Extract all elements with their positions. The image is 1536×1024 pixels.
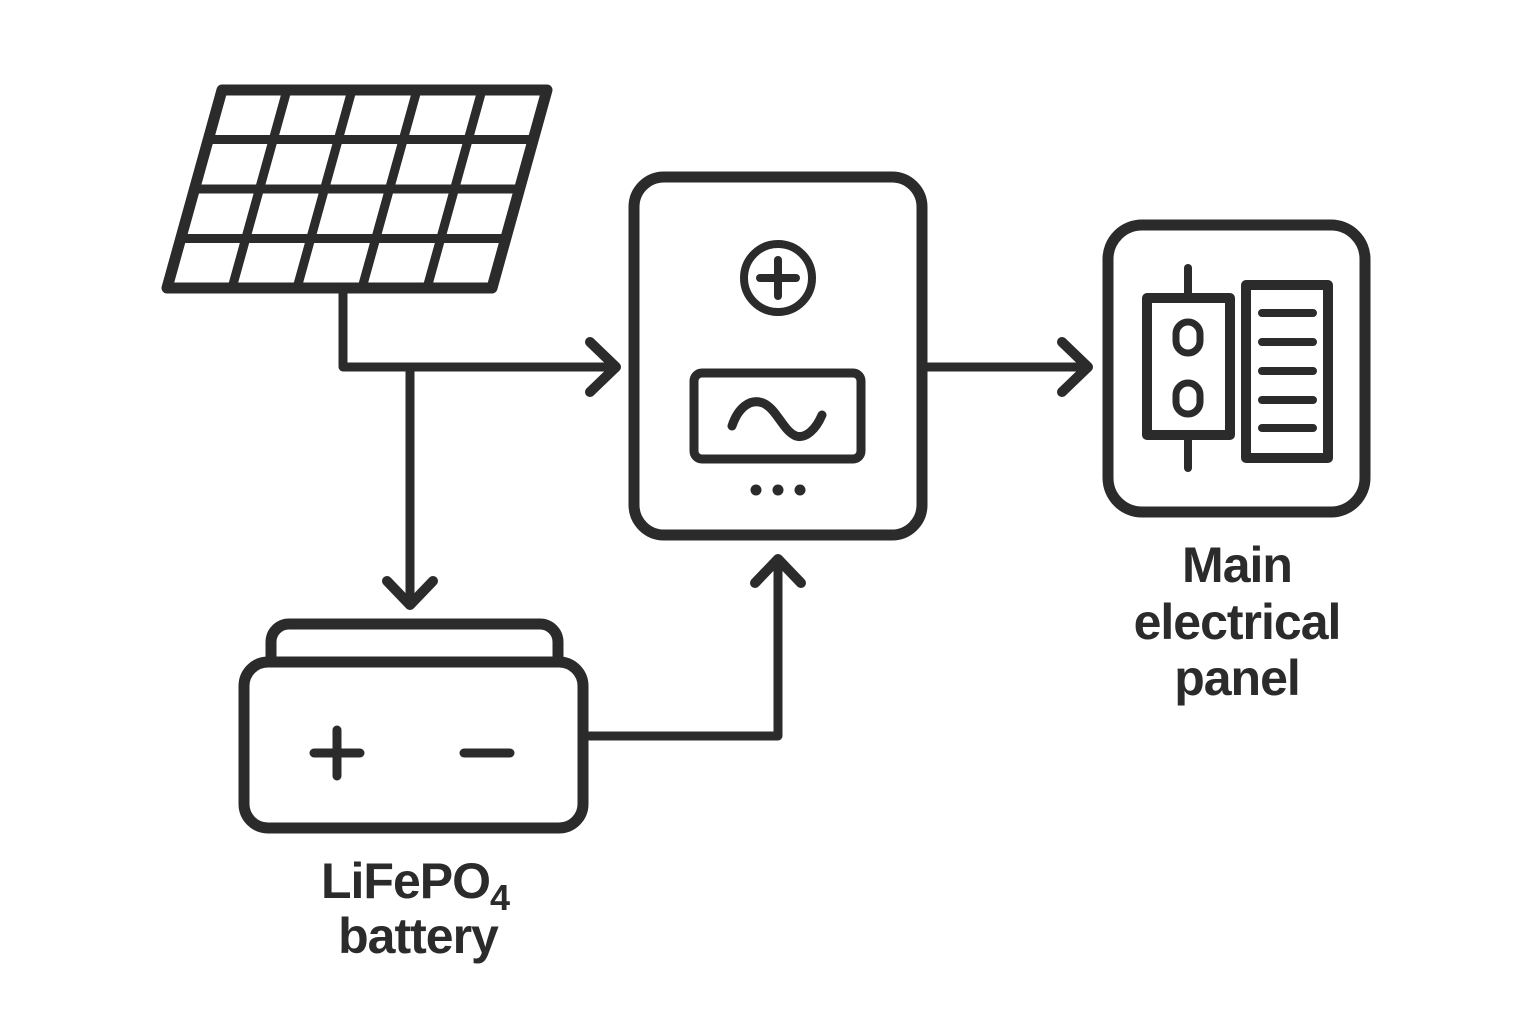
wire-line	[578, 559, 783, 741]
battery-formula-subscript: 4	[490, 877, 510, 918]
breaker-port-top	[1172, 318, 1204, 357]
main-panel-label-line2: electrical	[1134, 594, 1341, 650]
ellipsis-dots-icon	[750, 484, 806, 496]
plus-terminal-icon	[309, 725, 365, 781]
wire-line	[338, 283, 617, 372]
dot	[772, 484, 784, 496]
sine-wave	[727, 397, 827, 441]
arrowhead-right-icon	[585, 337, 621, 397]
sine-wave-display-icon	[689, 368, 866, 464]
solar-panel-horizontal-gridlines	[176, 135, 538, 243]
solar-panel-outline	[161, 84, 553, 294]
wire-solar-to-battery	[382, 362, 438, 610]
wire-battery-to-inverter	[578, 554, 806, 741]
main-panel-label-line3: panel	[1174, 650, 1300, 706]
inverter-outline	[628, 171, 928, 541]
power-circle	[740, 240, 816, 316]
battery-formula-text: LiFePO	[321, 853, 490, 909]
dot	[750, 484, 762, 496]
breaker-column-icon	[1241, 280, 1333, 463]
battery-label-word: battery	[338, 908, 499, 964]
arrowhead-down-icon	[382, 576, 438, 610]
arrowhead-right-icon	[1057, 337, 1093, 397]
wire-solar-to-inverter	[338, 283, 621, 397]
inverter-box-icon	[628, 171, 928, 541]
dot	[794, 484, 806, 496]
breaker-port-bottom	[1172, 379, 1204, 418]
solar-panel-grid-icon	[161, 84, 553, 294]
power-plus	[756, 256, 800, 300]
battery-label-formula: LiFePO4	[321, 853, 510, 918]
battery-icon	[238, 618, 589, 834]
arrowhead-up-icon	[750, 554, 806, 588]
breaker-switch-icon	[1142, 264, 1235, 472]
breaker-panel-icon	[1102, 219, 1371, 518]
breaker-column-outline	[1241, 280, 1333, 463]
display-outline	[689, 368, 866, 464]
battery-body	[238, 656, 589, 834]
breaker-column-rows	[1258, 309, 1317, 432]
power-button-icon	[740, 240, 816, 316]
wire-inverter-to-panel	[917, 337, 1093, 397]
panel-outline	[1102, 219, 1371, 518]
main-panel-label-line1: Main	[1182, 537, 1292, 593]
